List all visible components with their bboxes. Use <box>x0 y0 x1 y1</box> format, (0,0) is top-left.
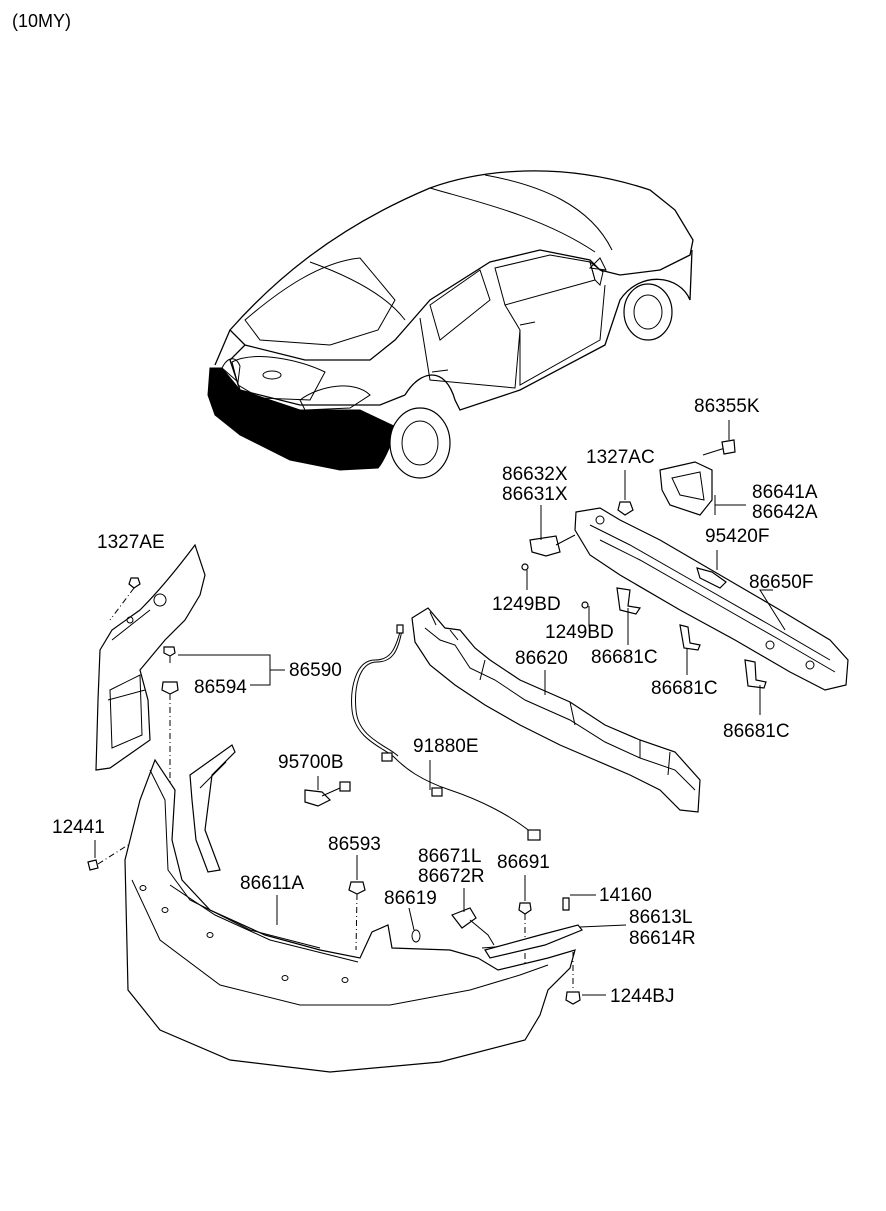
leader-lines <box>94 420 786 996</box>
label-86642a: 86642A <box>752 502 818 523</box>
label-86681c-3: 86681C <box>723 721 790 742</box>
bumper-beam-86650f <box>574 507 849 691</box>
nut-1327ac <box>617 501 634 516</box>
label-86619: 86619 <box>384 888 437 909</box>
quarter-bracket-1327ae <box>95 543 206 771</box>
label-86691: 86691 <box>497 852 550 873</box>
clip-14160 <box>562 897 570 911</box>
screw-86593 <box>348 881 366 951</box>
label-86611a: 86611A <box>240 873 304 894</box>
screw-86590 <box>163 646 176 663</box>
bracket-86681c-3 <box>744 659 767 689</box>
side-bracket-86611a <box>189 744 236 873</box>
label-86355k: 86355K <box>694 396 760 417</box>
bracket-86632x <box>529 534 576 557</box>
label-95420f: 95420F <box>705 526 769 547</box>
label-86672r: 86672R <box>418 866 485 887</box>
label-86594: 86594 <box>194 677 247 698</box>
label-1249bd-1: 1249BD <box>492 594 561 615</box>
label-86641a: 86641A <box>752 482 818 503</box>
bracket-86681c-1 <box>616 587 642 615</box>
part-labels: 86355K 1327AC 86632X 86631X 86641A 86642… <box>52 396 818 1007</box>
label-1327ae: 1327AE <box>97 532 165 553</box>
label-86631x: 86631X <box>502 484 568 505</box>
label-86614r: 86614R <box>629 928 696 949</box>
wire-harness-91880e <box>351 624 541 841</box>
model-year-caption: (10MY) <box>12 11 71 31</box>
label-1244bj: 1244BJ <box>610 986 674 1007</box>
screw-86691 <box>518 902 532 965</box>
label-86650f: 86650F <box>749 572 813 593</box>
label-95700b: 95700B <box>278 752 344 773</box>
label-86681c-2: 86681C <box>651 678 718 699</box>
bolt-86355k <box>702 439 736 456</box>
label-86613l: 86613L <box>629 907 692 928</box>
label-1327ac: 1327AC <box>586 447 655 468</box>
screw-12441 <box>87 844 129 871</box>
screw-1249bd-2 <box>581 601 589 609</box>
nut-86594 <box>161 681 179 800</box>
screw-1249bd-1 <box>521 563 529 571</box>
reflector-86613l <box>484 924 583 959</box>
car-illustration <box>207 170 694 479</box>
label-14160: 14160 <box>599 885 652 906</box>
absorber-86620 <box>411 607 701 813</box>
bumper-cover-86611a <box>124 758 576 1073</box>
sensor-95700b <box>304 781 351 807</box>
screw-1244bj <box>565 952 581 1005</box>
label-12441: 12441 <box>52 817 105 838</box>
label-86620: 86620 <box>515 648 568 669</box>
label-86671l: 86671L <box>418 846 481 867</box>
bracket-86671l <box>451 907 495 946</box>
label-86590: 86590 <box>289 660 342 681</box>
sensor-95420f <box>696 567 727 589</box>
label-91880e: 91880E <box>413 736 479 757</box>
bracket-86641a <box>659 461 713 516</box>
bracket-86681c-2 <box>679 624 701 651</box>
label-86681c-1: 86681C <box>591 647 658 668</box>
label-86593: 86593 <box>328 834 381 855</box>
label-86632x: 86632X <box>502 464 568 485</box>
label-1249bd-2: 1249BD <box>545 622 614 643</box>
